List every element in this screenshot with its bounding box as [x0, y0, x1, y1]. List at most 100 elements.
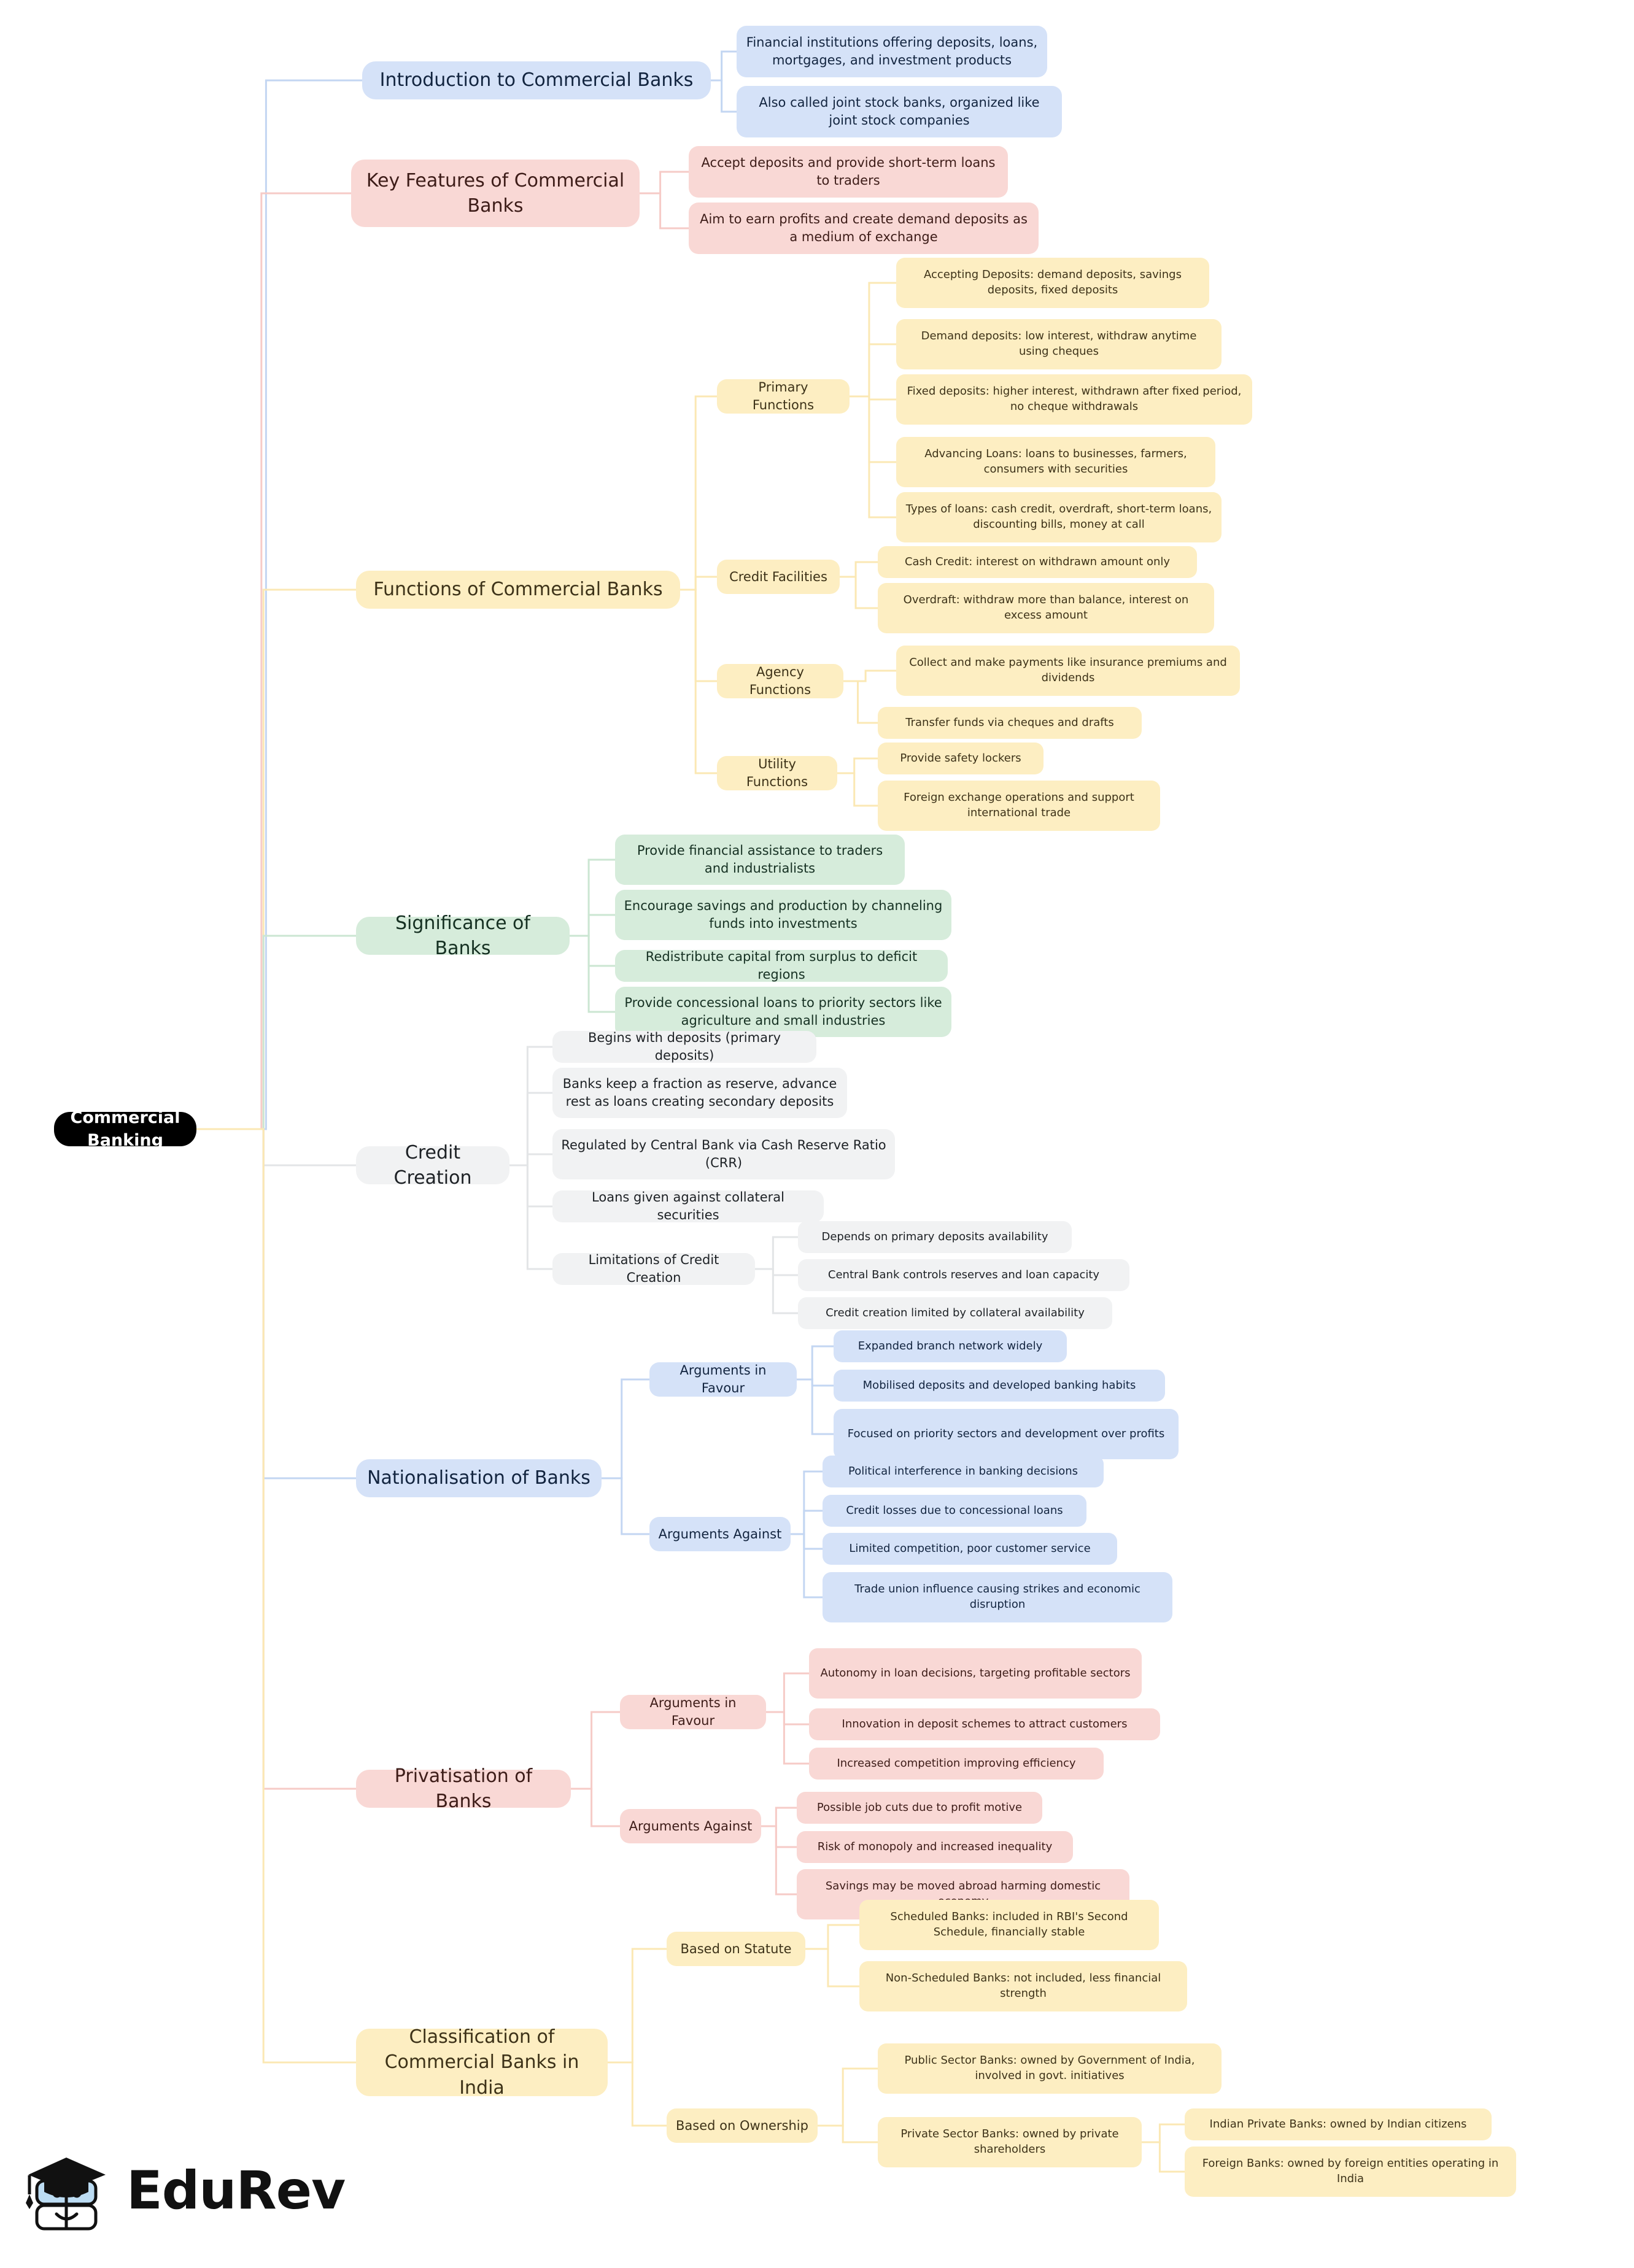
- connector: [570, 935, 615, 967]
- leaf-node[interactable]: Advancing Loans: loans to businesses, fa…: [896, 437, 1215, 487]
- leaf-node[interactable]: Limited competition, poor customer servi…: [823, 1533, 1117, 1565]
- subtopic-node[interactable]: Begins with deposits (primary deposits): [552, 1030, 816, 1063]
- subtopic-node[interactable]: Agency Functions: [717, 664, 843, 698]
- leaf-node[interactable]: Cash Credit: interest on withdrawn amoun…: [878, 546, 1197, 578]
- subtopic-node[interactable]: Utility Functions: [717, 756, 837, 790]
- connector: [797, 1378, 834, 1387]
- branch-node[interactable]: Credit Creation: [356, 1142, 509, 1189]
- subtopic-node[interactable]: Arguments Against: [620, 1809, 761, 1843]
- branch-node[interactable]: Introduction to Commercial Banks: [362, 61, 711, 99]
- leaf-node[interactable]: Foreign exchange operations and support …: [878, 781, 1160, 831]
- subtopic-node[interactable]: Regulated by Central Bank via Cash Reser…: [552, 1129, 895, 1179]
- node-label: Scheduled Banks: included in RBI's Secon…: [890, 1910, 1128, 1938]
- node-label: Focused on priority sectors and developm…: [847, 1427, 1165, 1440]
- subtopic-node[interactable]: Arguments Against: [649, 1517, 791, 1551]
- leaf-node[interactable]: Expanded branch network widely: [834, 1330, 1067, 1362]
- root-node[interactable]: Commercial Banking: [54, 1108, 196, 1150]
- subtopic-node[interactable]: Redistribute capital from surplus to def…: [615, 949, 948, 982]
- leaf-node[interactable]: Public Sector Banks: owned by Government…: [878, 2043, 1222, 2094]
- leaf-node[interactable]: Credit creation limited by collateral av…: [798, 1297, 1112, 1329]
- node-label: Central Bank controls reserves and loan …: [827, 1268, 1100, 1281]
- leaf-node[interactable]: Indian Private Banks: owned by Indian ci…: [1185, 2108, 1492, 2140]
- connector: [766, 1711, 809, 1765]
- leaf-node[interactable]: Accepting Deposits: demand deposits, sav…: [896, 258, 1209, 308]
- leaf-node[interactable]: Fixed deposits: higher interest, withdra…: [896, 374, 1252, 425]
- branch-node[interactable]: Functions of Commercial Banks: [356, 571, 680, 609]
- connector: [843, 669, 896, 682]
- subtopic-node[interactable]: Also called joint stock banks, organized…: [737, 86, 1062, 137]
- subtopic-node[interactable]: Encourage savings and production by chan…: [615, 890, 951, 940]
- connector: [755, 1236, 798, 1270]
- node-label: Depends on primary deposits availability: [821, 1230, 1048, 1243]
- leaf-node[interactable]: Demand deposits: low interest, withdraw …: [896, 319, 1222, 369]
- connector: [570, 858, 615, 937]
- leaf-node[interactable]: Central Bank controls reserves and loan …: [798, 1259, 1129, 1291]
- connector: [805, 1948, 859, 1988]
- leaf-node[interactable]: Political interference in banking decisi…: [823, 1456, 1104, 1487]
- connector: [570, 914, 615, 937]
- node-label: Collect and make payments like insurance…: [909, 656, 1227, 684]
- subtopic-node[interactable]: Banks keep a fraction as reserve, advanc…: [552, 1068, 847, 1118]
- branch-node[interactable]: Classification of Commercial Banks in In…: [356, 2026, 608, 2099]
- subtopic-node[interactable]: Financial institutions offering deposits…: [737, 26, 1047, 77]
- subtopic-node[interactable]: Primary Functions: [717, 379, 850, 414]
- connector: [837, 757, 878, 774]
- leaf-node[interactable]: Overdraft: withdraw more than balance, i…: [878, 583, 1214, 633]
- node-label: Nationalisation of Banks: [367, 1467, 590, 1489]
- connector: [509, 1153, 552, 1167]
- connector: [850, 395, 896, 519]
- subtopic-node[interactable]: Arguments in Favour: [649, 1362, 797, 1397]
- subtopic-node[interactable]: Loans given against collateral securitie…: [552, 1190, 824, 1222]
- subtopic-node[interactable]: Credit Facilities: [717, 560, 840, 594]
- leaf-node[interactable]: Credit losses due to concessional loans: [823, 1495, 1086, 1527]
- connector: [711, 50, 737, 82]
- subtopic-node[interactable]: Accept deposits and provide short-term l…: [689, 146, 1008, 198]
- leaf-node[interactable]: Autonomy in loan decisions, targeting pr…: [809, 1648, 1142, 1699]
- leaf-node[interactable]: Provide safety lockers: [878, 742, 1044, 774]
- leaf-node[interactable]: Risk of monopoly and increased inequalit…: [797, 1831, 1073, 1863]
- subtopic-node[interactable]: Based on Ownership: [667, 2108, 818, 2143]
- leaf-node[interactable]: Increased competition improving efficien…: [809, 1748, 1104, 1780]
- leaf-node[interactable]: Transfer funds via cheques and drafts: [878, 707, 1142, 739]
- branch-node[interactable]: Significance of Banks: [356, 912, 570, 959]
- leaf-node[interactable]: Collect and make payments like insurance…: [896, 646, 1240, 696]
- node-label: Credit creation limited by collateral av…: [826, 1306, 1085, 1319]
- branch-node[interactable]: Key Features of Commercial Banks: [351, 160, 640, 227]
- subtopic-node[interactable]: Aim to earn profits and create demand de…: [689, 202, 1039, 254]
- connector: [818, 2067, 878, 2127]
- leaf-node[interactable]: Non-Scheduled Banks: not included, less …: [859, 1961, 1187, 2012]
- connector: [797, 1378, 834, 1435]
- node-label: Limitations of Credit Creation: [588, 1252, 719, 1285]
- connector: [602, 1477, 649, 1535]
- subtopic-node[interactable]: Limitations of Credit Creation: [552, 1252, 755, 1285]
- node-label: Financial institutions offering deposits…: [746, 35, 1038, 68]
- connector: [791, 1470, 823, 1535]
- connector: [805, 1924, 859, 1950]
- leaf-node[interactable]: Types of loans: cash credit, overdraft, …: [896, 492, 1222, 542]
- connector: [640, 192, 689, 230]
- connector: [196, 1128, 356, 1167]
- connector: [761, 1825, 797, 1896]
- leaf-node[interactable]: Possible job cuts due to profit motive: [797, 1792, 1042, 1824]
- connector: [571, 1788, 620, 1827]
- leaf-node[interactable]: Depends on primary deposits availability: [798, 1221, 1072, 1253]
- leaf-node[interactable]: Focused on priority sectors and developm…: [834, 1409, 1179, 1459]
- connector: [196, 1128, 356, 1790]
- connector: [196, 588, 356, 1130]
- leaf-node[interactable]: Scheduled Banks: included in RBI's Secon…: [859, 1900, 1159, 1950]
- branch-node[interactable]: Nationalisation of Banks: [356, 1459, 602, 1497]
- leaf-node[interactable]: Innovation in deposit schemes to attract…: [809, 1708, 1160, 1740]
- leaf-node[interactable]: Foreign Banks: owned by foreign entities…: [1185, 2146, 1516, 2197]
- graduation-cap-icon: [18, 2142, 117, 2240]
- node-label: Classification of Commercial Banks in In…: [384, 2026, 579, 2099]
- subtopic-node[interactable]: Arguments in Favour: [620, 1695, 766, 1729]
- root-label: Commercial Banking: [70, 1108, 180, 1150]
- subtopic-node[interactable]: Provide financial assistance to traders …: [615, 835, 905, 885]
- subtopic-node[interactable]: Provide concessional loans to priority s…: [615, 987, 951, 1037]
- node-label: Fixed deposits: higher interest, withdra…: [907, 385, 1242, 413]
- branch-node[interactable]: Privatisation of Banks: [356, 1765, 571, 1812]
- leaf-node[interactable]: Mobilised deposits and developed banking…: [834, 1370, 1165, 1402]
- leaf-node[interactable]: Trade union influence causing strikes an…: [823, 1572, 1172, 1622]
- subtopic-node[interactable]: Based on Statute: [667, 1932, 805, 1966]
- leaf-node[interactable]: Private Sector Banks: owned by private s…: [878, 2117, 1142, 2167]
